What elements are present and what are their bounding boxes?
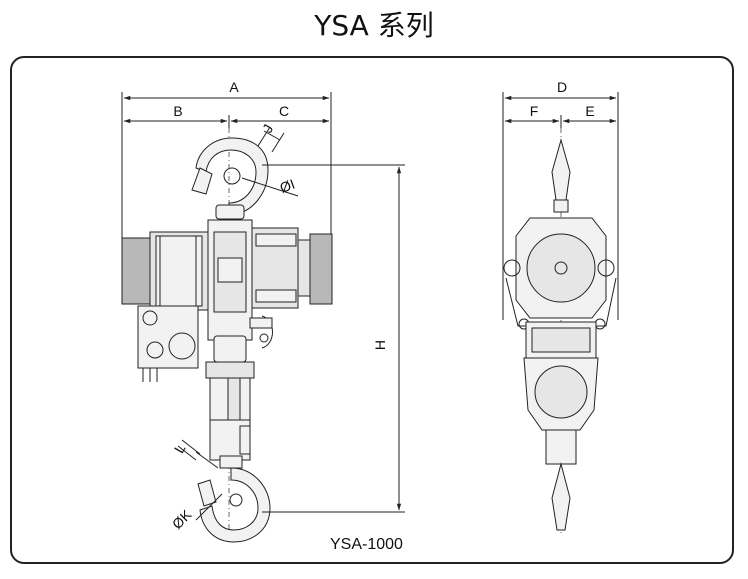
side-view [502, 92, 619, 535]
dimension-h-label: H [372, 340, 388, 350]
dimension-b-label: B [173, 103, 182, 119]
dimension-c-label: C [279, 103, 289, 119]
page-title: YSA 系列 [314, 9, 434, 42]
dimension-phi-i-label: ØI [278, 176, 297, 196]
drawing-frame [10, 56, 734, 564]
gearbox-end-cap [309, 233, 333, 305]
top-hook [191, 137, 269, 220]
bottom-hook [197, 455, 271, 543]
front-view [121, 92, 405, 543]
dimension-j-label: J [259, 121, 276, 135]
control-valve [137, 305, 199, 369]
motor-end-cap [121, 237, 151, 305]
dimension-d-label: D [557, 79, 567, 95]
model-label: YSA-1000 [330, 536, 403, 553]
dimension-f-label: F [530, 103, 539, 119]
dimension-a-label: A [229, 79, 239, 95]
dimension-phi-k-label: ØK [169, 506, 195, 532]
dimension-e-label: E [585, 103, 594, 119]
